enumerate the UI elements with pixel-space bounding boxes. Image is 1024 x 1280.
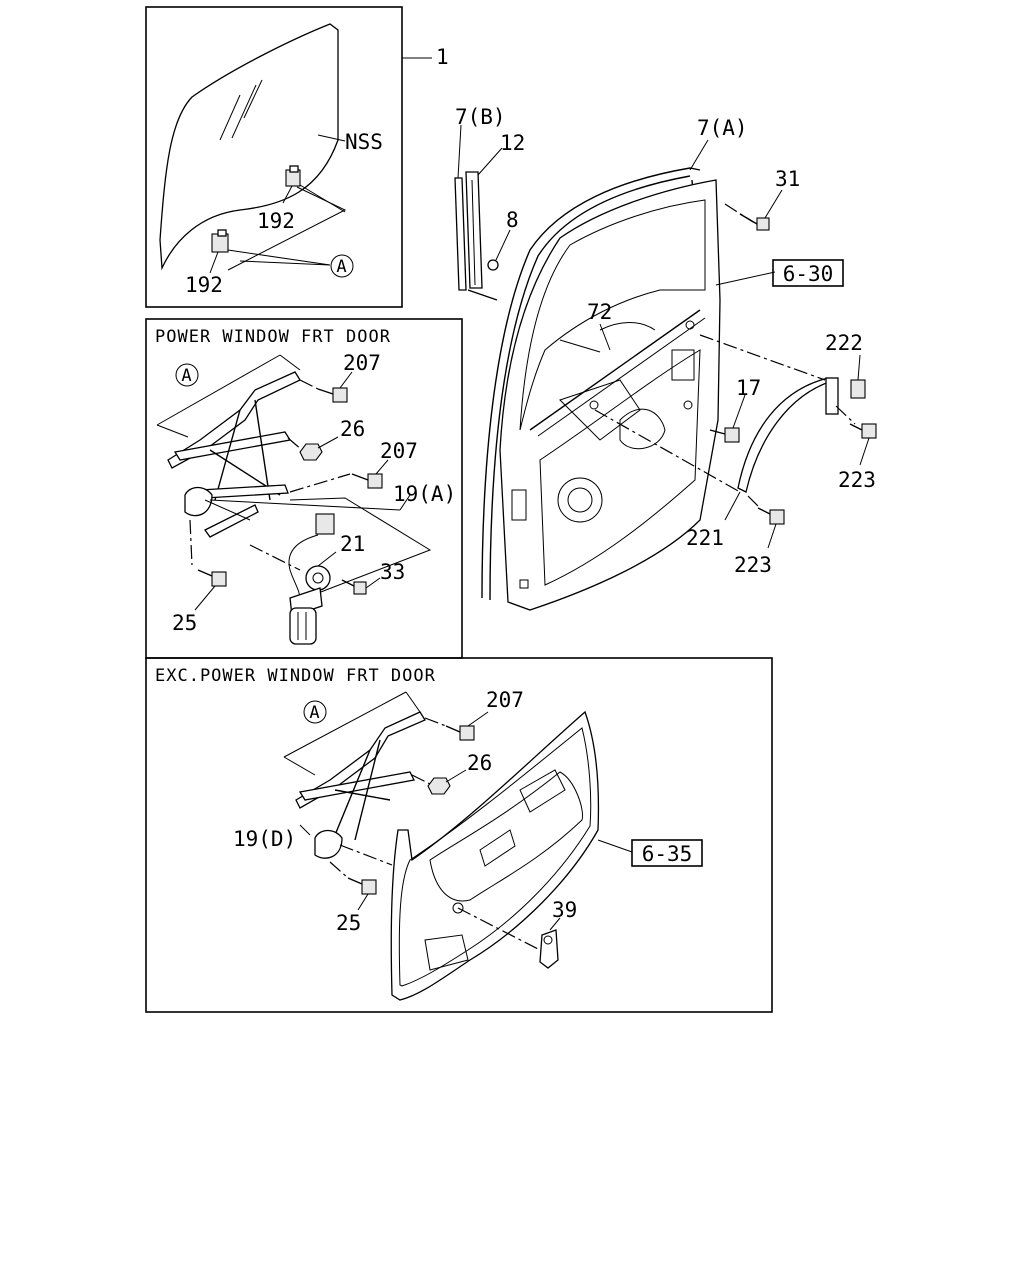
label-1: 1 bbox=[436, 45, 449, 69]
label-26-manual: 26 bbox=[467, 751, 492, 775]
label-25-upper: 25 bbox=[172, 611, 197, 635]
label-39: 39 bbox=[552, 898, 577, 922]
label-31: 31 bbox=[775, 167, 800, 191]
screw-223-lower bbox=[757, 507, 785, 525]
label-223-upper: 223 bbox=[838, 468, 876, 492]
door-trim-panel bbox=[390, 710, 600, 1001]
label-21: 21 bbox=[340, 532, 365, 556]
ref-6-35[interactable]: 6-35 bbox=[642, 842, 693, 866]
label-12: 12 bbox=[500, 131, 525, 155]
clip-8 bbox=[487, 259, 499, 271]
door-glass bbox=[159, 23, 339, 271]
exc-power-window-section-box bbox=[145, 657, 773, 1013]
caption-exc-power-window: EXC.POWER WINDOW FRT DOOR bbox=[155, 666, 436, 686]
front-door-shell bbox=[499, 179, 721, 611]
glass-run-channel-7b bbox=[454, 177, 467, 291]
ref-circle-a-3: A bbox=[303, 700, 327, 724]
label-7b: 7(B) bbox=[455, 105, 506, 129]
power-window-regulator bbox=[167, 371, 301, 538]
label-19a: 19(A) bbox=[393, 482, 456, 506]
glass-clip-lower bbox=[211, 229, 229, 253]
bolt-207-manual bbox=[445, 725, 475, 741]
label-192-upper: 192 bbox=[257, 209, 295, 233]
ref-box-6-35 bbox=[631, 839, 703, 867]
sash-221 bbox=[737, 377, 839, 493]
channel-12 bbox=[465, 171, 483, 289]
label-17: 17 bbox=[736, 376, 761, 400]
label-26-upper: 26 bbox=[340, 417, 365, 441]
svg-text:A: A bbox=[309, 703, 320, 723]
ref-6-30[interactable]: 6-30 bbox=[783, 262, 834, 286]
label-207-manual: 207 bbox=[486, 688, 524, 712]
screw-33 bbox=[341, 579, 367, 595]
label-222: 222 bbox=[825, 331, 863, 355]
bolt-207-upper bbox=[317, 387, 348, 403]
svg-text:A: A bbox=[336, 257, 347, 277]
label-19d: 19(D) bbox=[233, 827, 296, 851]
label-8: 8 bbox=[506, 208, 519, 232]
glass-clip-upper bbox=[285, 165, 301, 187]
label-72: 72 bbox=[587, 300, 612, 324]
ref-circle-a-1: A bbox=[330, 254, 354, 278]
label-33: 33 bbox=[380, 560, 405, 584]
label-7a: 7(A) bbox=[697, 116, 748, 140]
window-motor-21 bbox=[289, 565, 331, 645]
label-nss: NSS bbox=[345, 130, 383, 154]
screw-223-upper bbox=[849, 423, 877, 439]
label-25-manual: 25 bbox=[336, 911, 361, 935]
label-223-lower: 223 bbox=[734, 553, 772, 577]
cap-222 bbox=[850, 379, 866, 399]
nut-26-manual bbox=[427, 777, 451, 795]
label-192-lower: 192 bbox=[185, 273, 223, 297]
caption-power-window: POWER WINDOW FRT DOOR bbox=[155, 327, 391, 347]
label-221: 221 bbox=[686, 526, 724, 550]
label-207-upper: 207 bbox=[343, 351, 381, 375]
connector bbox=[288, 513, 335, 601]
label-207-lower: 207 bbox=[380, 439, 418, 463]
nut-26-upper bbox=[299, 443, 323, 461]
ref-box-6-30 bbox=[772, 259, 844, 287]
bolt-31 bbox=[739, 213, 770, 231]
window-handle-39 bbox=[539, 929, 559, 969]
bolt-25-manual bbox=[347, 877, 377, 895]
ref-circle-a-2: A bbox=[175, 363, 199, 387]
glass-section-box bbox=[145, 6, 403, 308]
bolt-25-upper bbox=[197, 569, 227, 587]
bolt-17 bbox=[709, 427, 740, 443]
bolt-207-lower bbox=[351, 473, 383, 489]
manual-window-regulator bbox=[295, 711, 426, 859]
svg-text:A: A bbox=[181, 366, 192, 386]
